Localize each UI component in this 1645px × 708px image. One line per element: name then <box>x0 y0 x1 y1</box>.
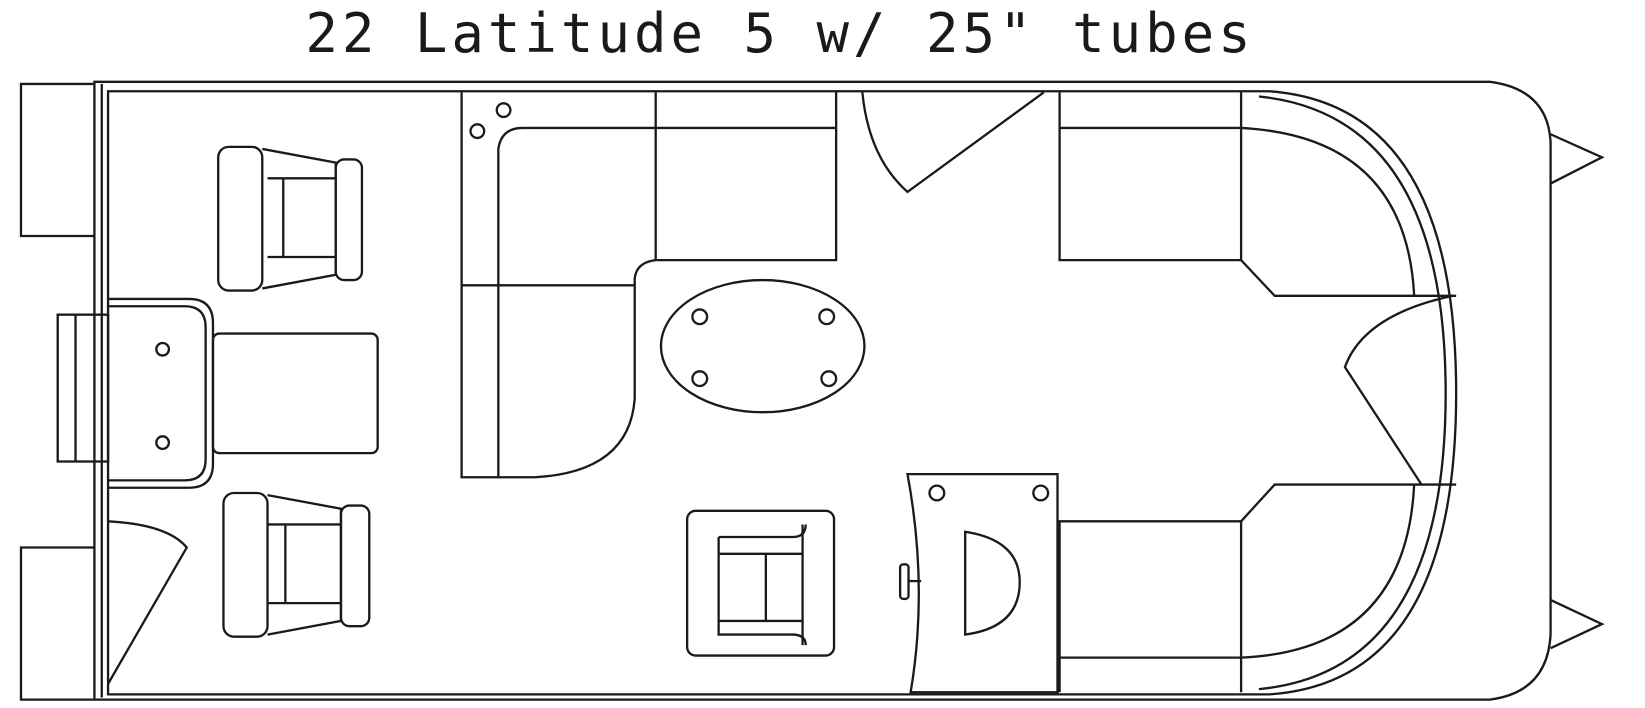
side-gate <box>861 91 1045 194</box>
pontoon-tube-bottom <box>19 546 95 701</box>
cup-holder-icon <box>495 102 512 119</box>
table <box>659 278 866 414</box>
dash-icon <box>964 530 1021 636</box>
diagram-title: 22 Latitude 5 w/ 25" tubes <box>305 2 1255 65</box>
swim-ladder <box>56 313 110 463</box>
rail-inner <box>1258 95 1447 691</box>
cup-holder-icon <box>155 341 171 357</box>
rear-gate <box>107 520 189 685</box>
cup-holder-icon <box>469 123 486 140</box>
cup-holder-icon <box>155 435 171 451</box>
hull-outline <box>93 80 1552 701</box>
rear-lounge <box>108 297 379 489</box>
pontoon-nose-bottom <box>1550 598 1605 650</box>
l-lounge <box>460 92 838 479</box>
bow-gate <box>1343 294 1454 486</box>
bow-lounge-bottom <box>1058 483 1457 693</box>
helm-seat <box>686 509 836 657</box>
steering-wheel-icon <box>898 563 910 601</box>
captain-chair-top <box>217 145 364 292</box>
helm-console <box>898 472 1059 694</box>
pontoon-tube-top <box>19 82 95 238</box>
hull <box>19 80 1605 701</box>
bow-lounge-top <box>1058 92 1457 297</box>
captain-chair-bottom <box>222 491 371 638</box>
pontoon-nose-top <box>1550 133 1605 185</box>
deck-rail <box>106 90 1458 696</box>
rail-outer <box>106 90 1458 696</box>
